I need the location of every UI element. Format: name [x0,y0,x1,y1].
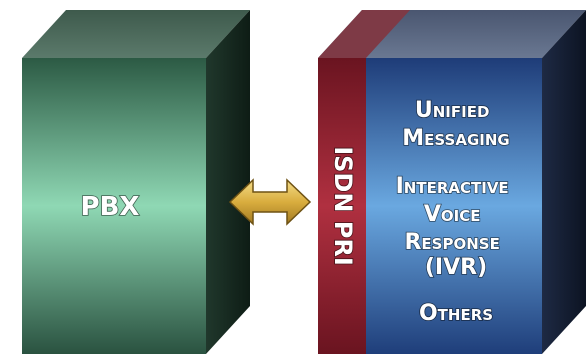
service-ivr: Interactive Voice Response (IVR) [396,174,517,280]
pbx-block: PBX [22,10,250,354]
server-block: ISDN PRI Unified Messaging Interactive V… [318,10,586,354]
pbx-front-face [22,58,206,354]
service-list: Unified Messaging Interactive Voice Resp… [395,97,517,327]
service-ivr-line-4: (IVR) [425,255,487,280]
service-others: Others [419,301,493,326]
pbx-label: PBX [81,192,140,222]
service-ivr-line-3: Response [404,230,499,255]
service-others-line-1: Others [419,301,493,326]
service-unified-line-2: Messaging [402,126,509,151]
service-unified-line-1: Unified [415,98,490,123]
pbx-top-face [22,10,250,58]
isdn-pri-label: ISDN PRI [329,146,357,266]
pri-strip-top [318,10,410,58]
pri-strip [318,58,366,354]
server-side-face [542,10,586,354]
double-arrow-icon [228,178,312,226]
pbx-side-face [206,10,250,354]
service-ivr-line-1: Interactive [396,174,509,199]
service-unified-messaging: Unified Messaging [402,98,509,151]
service-ivr-line-2: Voice [424,202,481,227]
